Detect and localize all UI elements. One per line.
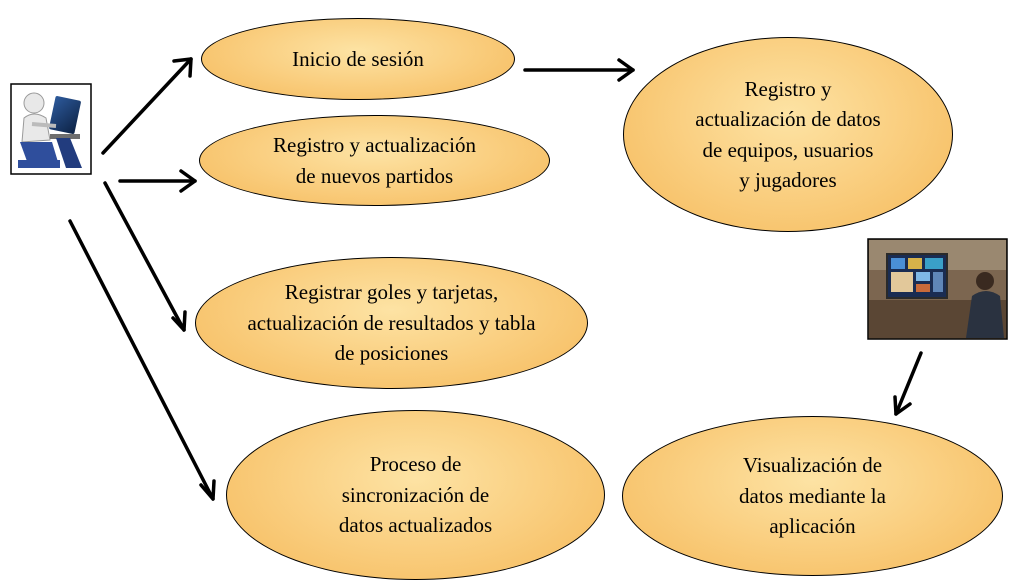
person-watching-tv-image (867, 238, 1008, 340)
arrow-login-to-teams (523, 58, 635, 82)
arrow-to-register-matches (118, 169, 197, 193)
person-at-computer-icon (10, 83, 92, 175)
process-visualization: Visualización de datos mediante la aplic… (622, 416, 1003, 576)
process-login: Inicio de sesión (201, 18, 515, 100)
process-sync-label: Proceso de sincronización de datos actua… (338, 452, 493, 538)
process-register-teams-users-players: Registro y actualización de datos de equ… (623, 37, 953, 232)
process-goals-cards: Registrar goles y tarjetas, actualizació… (195, 257, 588, 389)
process-sync: Proceso de sincronización de datos actua… (226, 410, 605, 580)
arrow-to-sync (68, 219, 216, 501)
process-login-label: Inicio de sesión (292, 46, 424, 71)
process-visualization-label: Visualización de datos mediante la aplic… (739, 453, 886, 539)
arrow-to-goals-cards (103, 181, 187, 332)
process-register-matches: Registro y actualización de nuevos parti… (199, 115, 550, 206)
arrow-viewer-to-visualization (893, 351, 923, 416)
process-register-matches-label: Registro y actualización de nuevos parti… (273, 133, 476, 188)
process-register-teams-label: Registro y actualización de datos de equ… (695, 76, 881, 192)
process-goals-cards-label: Registrar goles y tarjetas, actualizació… (247, 280, 536, 366)
arrow-to-login (101, 57, 193, 155)
